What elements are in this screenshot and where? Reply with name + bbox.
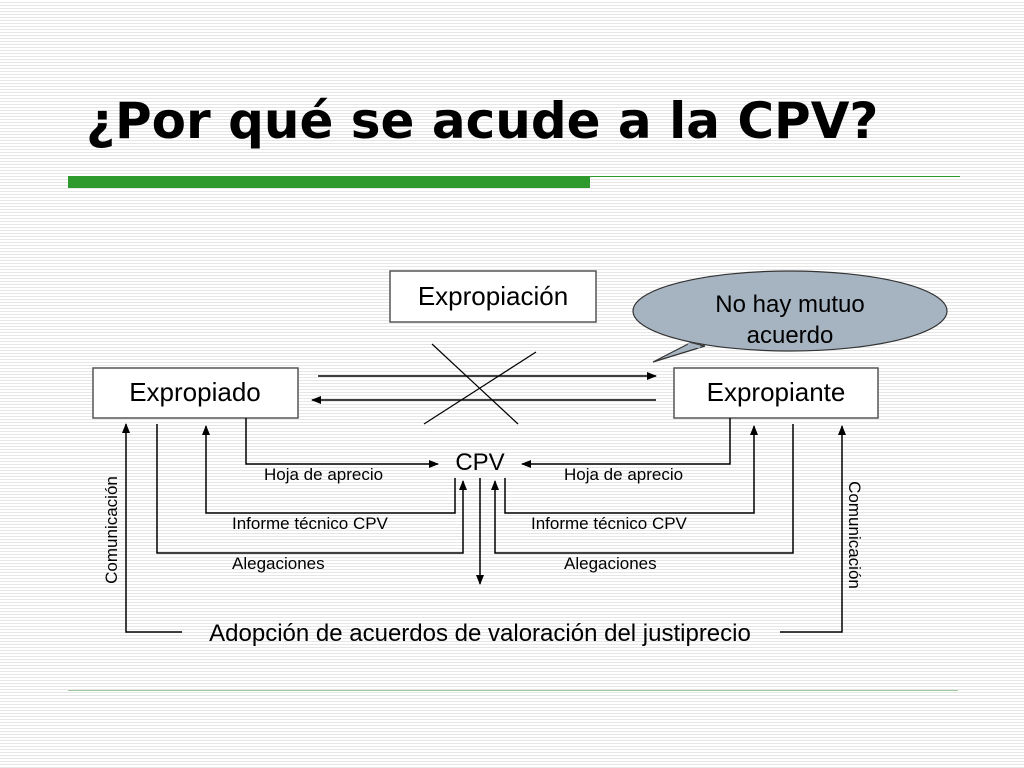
right-hoja-connector <box>521 418 731 468</box>
right-informe-label: Informe técnico CPV <box>531 514 688 533</box>
left-hoja-label: Hoja de aprecio <box>264 465 383 484</box>
right-informe-connector <box>504 425 758 514</box>
node-expropiacion: Expropiación <box>389 270 597 323</box>
left-comunicacion-connector <box>122 423 182 633</box>
node-expropiado: Expropiado <box>92 367 299 419</box>
left-comunicacion-label: Comunicación <box>102 476 121 584</box>
slide-title: ¿Por qué se acude a la CPV? <box>86 92 879 150</box>
node-expropiado-label: Expropiado <box>129 377 261 407</box>
node-expropiante: Expropiante <box>673 367 879 419</box>
cross-mark <box>423 343 537 425</box>
title-underline-thin <box>590 176 960 177</box>
left-hoja-connector <box>245 418 439 468</box>
left-alegaciones-connector <box>156 424 467 554</box>
node-expropiante-label: Expropiante <box>707 377 846 407</box>
node-expropiacion-label: Expropiación <box>418 281 568 311</box>
right-hoja-label: Hoja de aprecio <box>564 465 683 484</box>
right-alegaciones-label: Alegaciones <box>564 554 657 573</box>
bottom-label-justiprecio: Adopción de acuerdos de valoración del j… <box>209 620 751 647</box>
callout-line-1: No hay mutuo <box>715 291 864 318</box>
node-cpv-label: CPV <box>455 449 504 476</box>
left-informe-label: Informe técnico CPV <box>232 514 389 533</box>
title-underline-thick <box>68 176 590 188</box>
right-comunicacion-label: Comunicación <box>845 481 864 589</box>
right-alegaciones-connector <box>491 424 794 554</box>
left-alegaciones-label: Alegaciones <box>232 554 325 573</box>
right-comunicacion-connector <box>780 425 846 633</box>
left-informe-connector <box>202 425 456 514</box>
callout-line-2: acuerdo <box>747 322 834 349</box>
footer-rule <box>68 690 958 691</box>
callout-no-mutuo-acuerdo: No hay mutuo acuerdo <box>632 270 948 363</box>
